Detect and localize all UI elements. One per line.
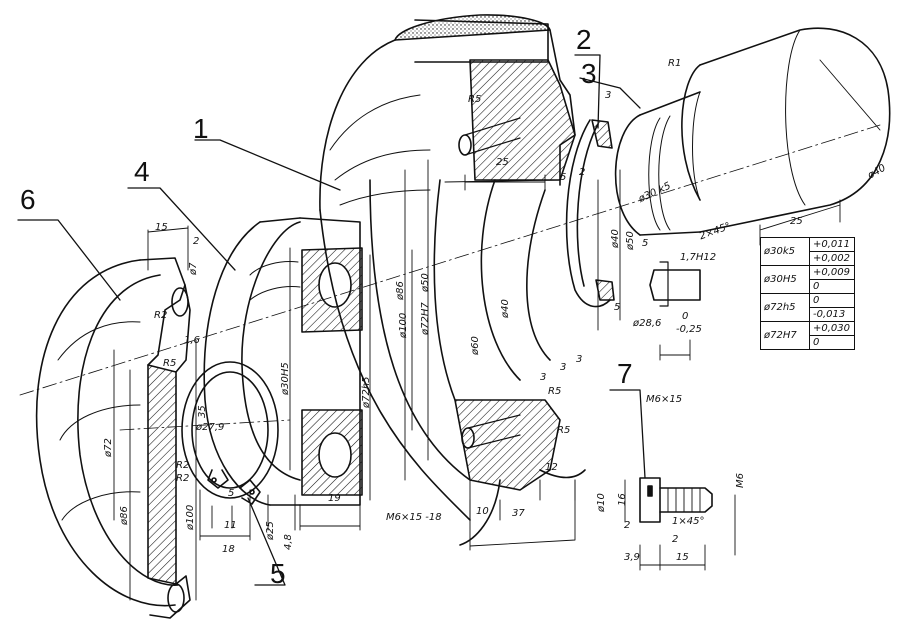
dim-R5-lower: R5 <box>548 386 562 397</box>
dim-M6: M6 <box>735 473 746 488</box>
dim-phi50-seal: ø50 <box>625 231 636 250</box>
dim-phi25: ø25 <box>265 521 276 540</box>
tolerance-upper-cell: +0,030 <box>809 321 855 336</box>
dim-2: 2 <box>193 236 200 247</box>
dim-18: 18 <box>222 544 235 555</box>
dim-phi28-6-lower: -0,25 <box>676 324 702 335</box>
dim-2-screw-b: 2 <box>672 534 679 545</box>
centre-axis <box>19 124 881 431</box>
dim-R5-housing: R5 <box>468 94 482 105</box>
dim-phi10: ø10 <box>596 493 607 512</box>
dim-R2-b: R2 <box>176 460 190 471</box>
part-number-1: 1 <box>193 113 209 144</box>
dim-5-seal-c: 5 <box>614 302 621 313</box>
part-number-6: 6 <box>20 184 36 215</box>
part-7-screw <box>639 477 713 523</box>
part-4-bearing <box>203 217 363 506</box>
tolerance-lower-cell: -0,013 <box>809 307 855 322</box>
dim-phi72h5: ø72h5 <box>361 376 372 408</box>
dim-1x45: 1×45° <box>672 516 705 527</box>
dim-16: 16 <box>617 493 628 506</box>
dim-R2: R2 <box>154 310 168 321</box>
dim-2-seal: 2 <box>579 167 586 178</box>
dim-11: 11 <box>224 520 237 531</box>
tolerance-fit-cell: ø30H5 <box>760 265 810 294</box>
dim-3-9: 3,9 <box>624 552 640 563</box>
leader-lines <box>17 54 646 586</box>
dim-phi72H7: ø72H7 <box>420 302 431 335</box>
dim-R5: R5 <box>163 358 177 369</box>
part-3-shaft <box>614 27 891 236</box>
dim-M6x15-18: M6×15 -18 <box>386 512 442 523</box>
table-row: ø72h5 0 <box>760 293 855 322</box>
dim-phi30H5: ø30H5 <box>280 362 291 395</box>
dim-phi40-housing: ø40 <box>500 299 511 318</box>
dim-25: 25 <box>496 157 509 168</box>
tolerance-fit-cell: ø30k5 <box>760 237 810 266</box>
tolerance-fit-cell: ø72H7 <box>760 321 810 350</box>
tolerance-table: ø30k5 +0,011 +0,002 ø30H5 +0,009 0 ø72h5… <box>760 237 855 350</box>
table-row: ø30k5 +0,011 <box>760 237 855 266</box>
dim-5-seal-b: 5 <box>642 238 649 249</box>
dimension-lines <box>113 59 881 601</box>
part-6-cover <box>35 257 191 619</box>
dim-3-seal: 3 <box>605 90 612 101</box>
dim-M6x15: M6×15 <box>646 394 683 405</box>
dim-phi86: ø86 <box>119 506 130 525</box>
tolerance-upper-cell: +0,009 <box>809 265 855 280</box>
dim-phi86-housing: ø86 <box>395 281 406 300</box>
dim-phi27-9: ø27,9 <box>196 422 225 433</box>
dim-37: 37 <box>512 508 525 519</box>
dim-3-c: 3 <box>576 354 583 365</box>
table-row: ø30H5 +0,009 <box>760 265 855 294</box>
dim-phi100: ø100 <box>185 504 196 530</box>
dim-R2-c: R2 <box>176 473 190 484</box>
tolerance-upper-cell: 0 <box>809 293 855 308</box>
dim-phi7: ø7 <box>188 262 199 275</box>
tolerance-lower-cell: +0,002 <box>809 251 855 266</box>
dim-15: 15 <box>155 222 168 233</box>
retaining-clip-detail <box>649 261 701 307</box>
dim-3-b: 3 <box>560 362 567 373</box>
dim-phi40-seal: ø40 <box>610 229 621 248</box>
part-number-2: 2 <box>576 24 592 55</box>
dim-4-8: 4,8 <box>283 534 294 550</box>
dim-phi100-housing: ø100 <box>398 312 409 338</box>
tolerance-lower-cell: 0 <box>809 335 855 350</box>
part-number-3: 3 <box>581 58 597 89</box>
table-row: ø72H7 +0,030 <box>760 321 855 350</box>
dim-R5-flange: R5 <box>557 425 571 436</box>
dim-10: 10 <box>476 506 489 517</box>
part-number-5: 5 <box>270 558 286 589</box>
dim-phi28-6: ø28,6 <box>633 318 662 329</box>
dim-5-seal: 5 <box>560 172 567 183</box>
dim-5: 5 <box>228 488 235 499</box>
dim-phi28-6-upper: 0 <box>682 311 689 322</box>
dim-phi50: ø50 <box>420 273 431 292</box>
tolerance-upper-cell: +0,011 <box>809 237 855 252</box>
part-1-housing <box>319 14 586 546</box>
dim-1-6: 1,6 <box>184 335 200 346</box>
tolerance-fit-cell: ø72h5 <box>760 293 810 322</box>
dim-R1: R1 <box>668 58 682 69</box>
table-row: 0 <box>761 335 855 350</box>
part-number-7: 7 <box>617 358 633 389</box>
part-5-snap-ring <box>181 361 279 505</box>
dim-2-screw: 2 <box>624 520 631 531</box>
dim-19: 19 <box>328 493 341 504</box>
tolerance-lower-cell: 0 <box>809 279 855 294</box>
dim-3-a: 3 <box>540 372 547 383</box>
dim-12: 12 <box>545 462 558 473</box>
dim-15-screw: 15 <box>676 552 689 563</box>
part-2-seal <box>565 119 615 308</box>
dim-phi60: ø60 <box>470 336 481 355</box>
part-number-4: 4 <box>134 156 150 187</box>
dim-35: 35 <box>197 405 208 418</box>
dim-25-shaft: 25 <box>790 216 803 227</box>
dim-1-7H12: 1,7H12 <box>680 252 717 263</box>
dim-phi72: ø72 <box>103 438 114 457</box>
